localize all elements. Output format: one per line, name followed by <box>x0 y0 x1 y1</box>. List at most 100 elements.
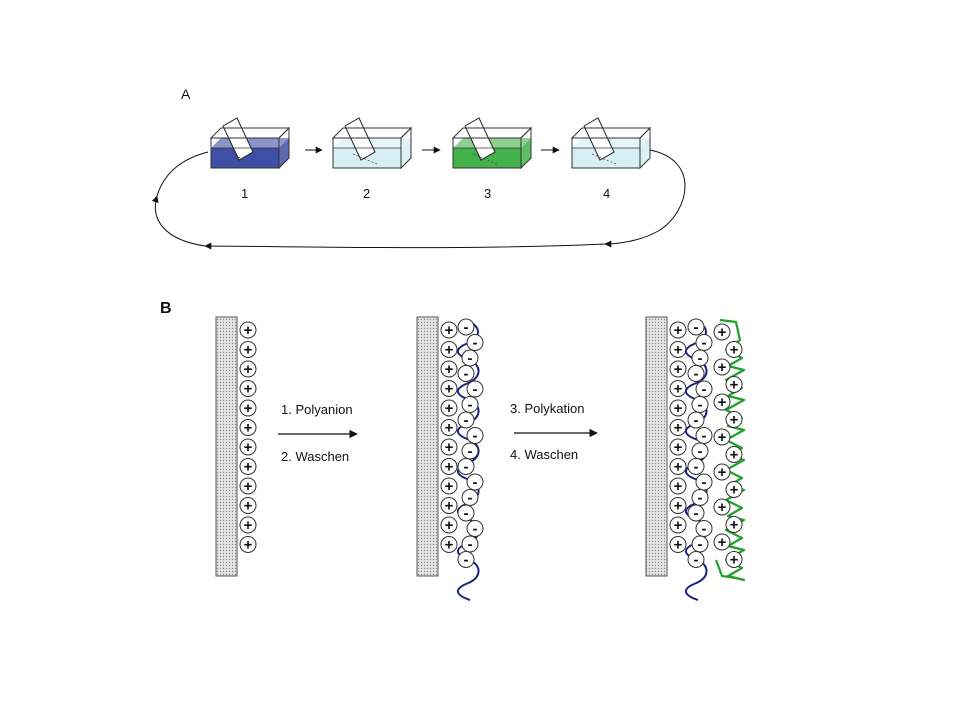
svg-text:+: + <box>718 429 727 446</box>
minus-charge: - <box>457 504 475 522</box>
beaker-liquid <box>572 148 640 168</box>
svg-text:-: - <box>698 350 703 367</box>
svg-text:-: - <box>694 459 699 476</box>
minus-charge: - <box>461 396 479 414</box>
plus-charge: + <box>713 393 731 411</box>
svg-text:+: + <box>674 322 683 339</box>
plus-charge: + <box>725 481 743 499</box>
step-number-3: 3 <box>484 186 491 201</box>
minus-charge: - <box>691 489 709 507</box>
svg-text:+: + <box>730 447 739 464</box>
plus-charge: + <box>239 360 257 378</box>
svg-text:-: - <box>694 412 699 429</box>
minus-charge: - <box>457 411 475 429</box>
plus-charge: + <box>239 419 257 437</box>
svg-text:+: + <box>718 394 727 411</box>
svg-text:+: + <box>445 420 454 437</box>
plus-charge: + <box>669 477 687 495</box>
svg-text:-: - <box>694 505 699 522</box>
plus-charge: + <box>725 551 743 569</box>
svg-text:+: + <box>445 439 454 456</box>
svg-text:+: + <box>244 478 253 495</box>
svg-text:-: - <box>702 428 707 445</box>
step-number-1: 1 <box>241 186 248 201</box>
panel-b-label: B <box>160 300 172 317</box>
beaker-side <box>639 126 651 170</box>
plus-charge: + <box>440 497 458 515</box>
plus-charge: + <box>239 516 257 534</box>
svg-text:-: - <box>473 521 478 538</box>
svg-text:+: + <box>244 342 253 359</box>
svg-text:+: + <box>244 361 253 378</box>
beaker-top <box>451 127 533 139</box>
minus-charge: - <box>466 473 484 491</box>
plus-charge: + <box>239 497 257 515</box>
minus-charge: - <box>691 442 709 460</box>
svg-text:+: + <box>674 498 683 515</box>
plus-charge: + <box>713 498 731 516</box>
svg-text:+: + <box>244 439 253 456</box>
minus-charge: - <box>461 489 479 507</box>
plus-charge: + <box>669 516 687 534</box>
svg-text:+: + <box>244 381 253 398</box>
plus-charge: + <box>669 419 687 437</box>
cycle-loop-right <box>604 149 686 248</box>
svg-text:+: + <box>244 517 253 534</box>
beaker-top <box>331 127 413 139</box>
svg-text:-: - <box>698 536 703 553</box>
plus-charge: + <box>239 399 257 417</box>
plus-charge: + <box>669 536 687 554</box>
stage-3-charges: ++++++++++++----------------++++++++++++… <box>669 318 746 601</box>
plus-charge: + <box>440 341 458 359</box>
beaker-liquid <box>453 148 521 168</box>
minus-charge: - <box>691 396 709 414</box>
plus-charge: + <box>239 341 257 359</box>
svg-text:+: + <box>674 439 683 456</box>
svg-text:+: + <box>244 400 253 417</box>
plus-charge: + <box>440 399 458 417</box>
svg-text:-: - <box>694 319 699 336</box>
plus-charge: + <box>440 360 458 378</box>
svg-text:+: + <box>730 377 739 394</box>
minus-charge: - <box>466 520 484 538</box>
svg-text:+: + <box>674 517 683 534</box>
plus-charge: + <box>440 419 458 437</box>
plus-charge: + <box>713 428 731 446</box>
beaker-side <box>278 126 290 170</box>
plus-charge: + <box>669 458 687 476</box>
svg-text:-: - <box>698 443 703 460</box>
svg-text:-: - <box>698 490 703 507</box>
svg-text:-: - <box>468 443 473 460</box>
minus-charge: - <box>687 458 705 476</box>
minus-charge: - <box>466 427 484 445</box>
svg-text:+: + <box>718 464 727 481</box>
svg-text:-: - <box>468 397 473 414</box>
minus-charge: - <box>466 334 484 352</box>
svg-text:+: + <box>244 420 253 437</box>
svg-text:+: + <box>718 534 727 551</box>
svg-text:+: + <box>445 400 454 417</box>
plus-charge: + <box>239 536 257 554</box>
svg-text:-: - <box>464 459 469 476</box>
svg-text:-: - <box>464 366 469 383</box>
plus-charge: + <box>239 458 257 476</box>
svg-text:-: - <box>473 381 478 398</box>
svg-text:+: + <box>244 322 253 339</box>
minus-charge: - <box>695 334 713 352</box>
svg-text:-: - <box>702 474 707 491</box>
plus-charge: + <box>669 399 687 417</box>
plus-charge: + <box>239 438 257 456</box>
minus-charge: - <box>457 551 475 569</box>
svg-text:-: - <box>473 335 478 352</box>
minus-charge: - <box>687 504 705 522</box>
svg-text:+: + <box>445 517 454 534</box>
beaker-liquid <box>211 148 279 168</box>
step-number-4: 4 <box>603 186 610 201</box>
beaker-side <box>520 126 532 170</box>
arrow2-bottom-label: 4. Waschen <box>510 447 578 462</box>
svg-text:+: + <box>445 342 454 359</box>
plus-charge: + <box>440 438 458 456</box>
svg-text:-: - <box>702 521 707 538</box>
svg-text:+: + <box>244 537 253 554</box>
